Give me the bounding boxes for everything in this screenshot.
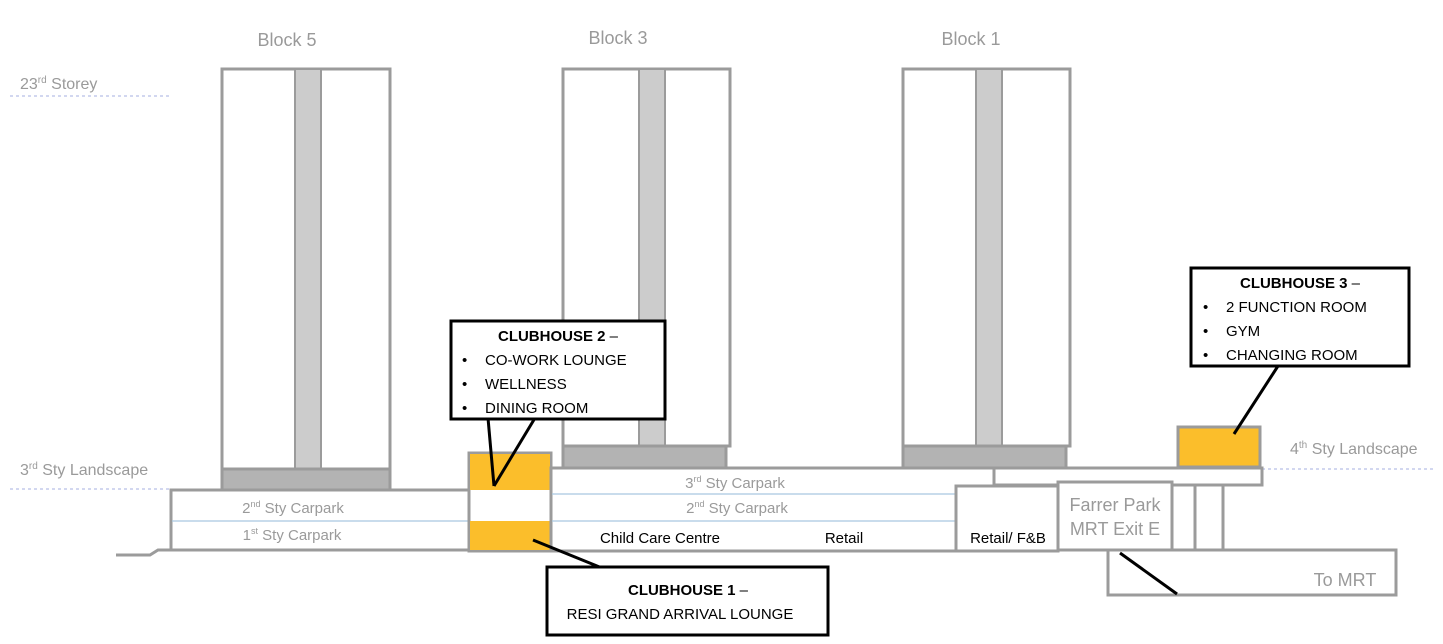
block3-label: Block 3 xyxy=(588,28,647,48)
clubhouse-3-item: 2 FUNCTION ROOM xyxy=(1226,299,1367,316)
clubhouse-2-callout: CLUBHOUSE 2 – • CO-WORK LOUNGE • WELLNES… xyxy=(449,319,667,487)
svg-text:•: • xyxy=(462,352,467,369)
block1-label: Block 1 xyxy=(941,29,1000,49)
mrt-exit-line1: Farrer Park xyxy=(1069,495,1161,515)
clubhouse-2-item: CO-WORK LOUNGE xyxy=(485,352,627,369)
svg-text:CLUBHOUSE 2 –: CLUBHOUSE 2 – xyxy=(498,328,619,345)
block3-carpark-3rd: 3rd Sty Carpark xyxy=(685,474,785,492)
clubhouse-3-space xyxy=(1176,425,1262,469)
block1-tower xyxy=(901,67,1072,470)
clubhouse-2-title: CLUBHOUSE 2 xyxy=(498,328,606,345)
svg-text:•: • xyxy=(462,376,467,393)
clubhouse-2-item: WELLNESS xyxy=(485,376,567,393)
svg-text:•: • xyxy=(1203,323,1208,340)
clubhouse-3-item: GYM xyxy=(1226,323,1260,340)
clubhouse-2-item: DINING ROOM xyxy=(485,400,588,417)
retail-fb-label: Retail/ F&B xyxy=(970,530,1046,547)
block5-carpark-2nd: 2nd Sty Carpark xyxy=(242,499,344,517)
block5-podium xyxy=(169,488,471,552)
landscape-3-label: 3rd Sty Landscape xyxy=(20,461,148,479)
block5-carpark-1st: 1st Sty Carpark xyxy=(243,526,342,544)
to-mrt-passage xyxy=(1106,548,1398,597)
retail-label: Retail xyxy=(825,530,863,547)
clubhouse-3-item: CHANGING ROOM xyxy=(1226,347,1358,364)
clubhouse-1-subtitle: RESI GRAND ARRIVAL LOUNGE xyxy=(567,606,794,623)
mrt-exit-e xyxy=(1056,480,1174,552)
svg-text:CLUBHOUSE 1 –: CLUBHOUSE 1 – xyxy=(628,582,749,599)
clubhouse-column xyxy=(467,451,553,553)
retail-fb-unit xyxy=(954,484,1060,553)
child-care-centre-label: Child Care Centre xyxy=(600,530,720,547)
clubhouse-3-title: CLUBHOUSE 3 xyxy=(1240,275,1348,292)
clubhouse-3-callout: CLUBHOUSE 3 – • 2 FUNCTION ROOM • GYM • … xyxy=(1189,266,1411,435)
ground-line xyxy=(116,548,172,557)
block3-podium xyxy=(549,466,996,553)
support-column xyxy=(1193,483,1225,552)
block5-label: Block 5 xyxy=(257,30,316,50)
svg-text:•: • xyxy=(1203,347,1208,364)
storey-23-label: 23rd Storey xyxy=(20,75,97,93)
block5-tower xyxy=(220,67,392,492)
svg-text:•: • xyxy=(1203,299,1208,316)
clubhouse-1-callout: CLUBHOUSE 1 – RESI GRAND ARRIVAL LOUNGE xyxy=(532,538,830,637)
svg-text:•: • xyxy=(462,400,467,417)
svg-text:CLUBHOUSE 3 –: CLUBHOUSE 3 – xyxy=(1240,275,1361,292)
block3-carpark-2nd: 2nd Sty Carpark xyxy=(686,499,788,517)
to-mrt-label: To MRT xyxy=(1314,570,1377,590)
clubhouse-1-title: CLUBHOUSE 1 xyxy=(628,582,736,599)
mrt-pointer-line xyxy=(1119,551,1178,596)
clubhouse-1-space xyxy=(470,521,550,550)
landscape-4-label: 4th Sty Landscape xyxy=(1290,440,1418,458)
mrt-exit-line2: MRT Exit E xyxy=(1070,519,1160,539)
